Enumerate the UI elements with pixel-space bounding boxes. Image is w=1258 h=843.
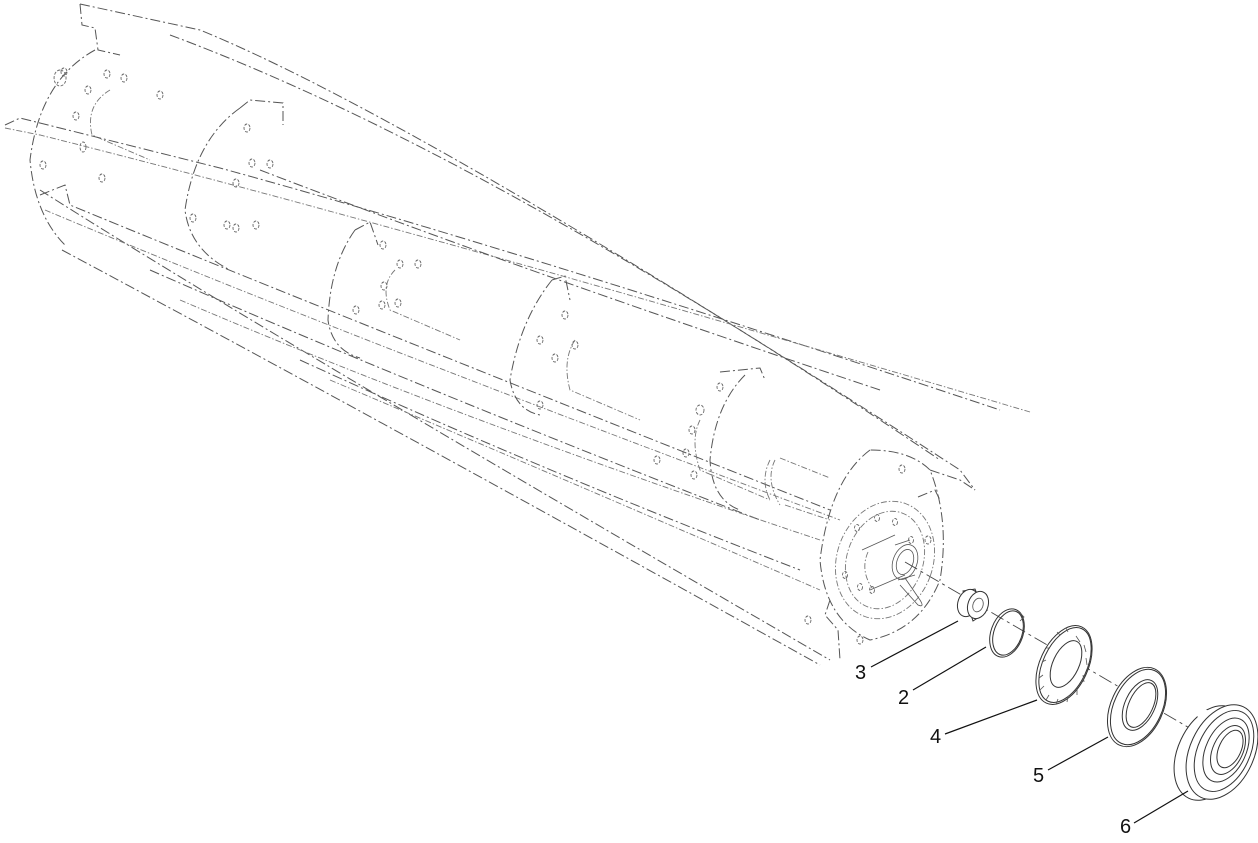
callout-5: 5 bbox=[1033, 765, 1045, 787]
reel-assembly bbox=[4, 3, 1031, 666]
leader-2 bbox=[912, 646, 987, 691]
leader-5 bbox=[1047, 736, 1109, 771]
leader-3 bbox=[870, 620, 959, 668]
leader-lines bbox=[870, 620, 1189, 824]
callout-6: 6 bbox=[1120, 816, 1132, 838]
part-6-ball-bearing bbox=[1173, 704, 1258, 801]
part-3-spacer bbox=[956, 588, 990, 622]
callout-2: 2 bbox=[898, 687, 910, 709]
part-2-retaining-ring bbox=[989, 608, 1025, 658]
callout-4: 4 bbox=[930, 726, 942, 748]
leader-4 bbox=[944, 699, 1038, 735]
callout-3: 3 bbox=[855, 662, 867, 684]
leader-6 bbox=[1133, 790, 1189, 824]
part-4-thrust-needle-bearing bbox=[1035, 625, 1093, 705]
part-5-thrust-washer bbox=[1106, 666, 1168, 748]
